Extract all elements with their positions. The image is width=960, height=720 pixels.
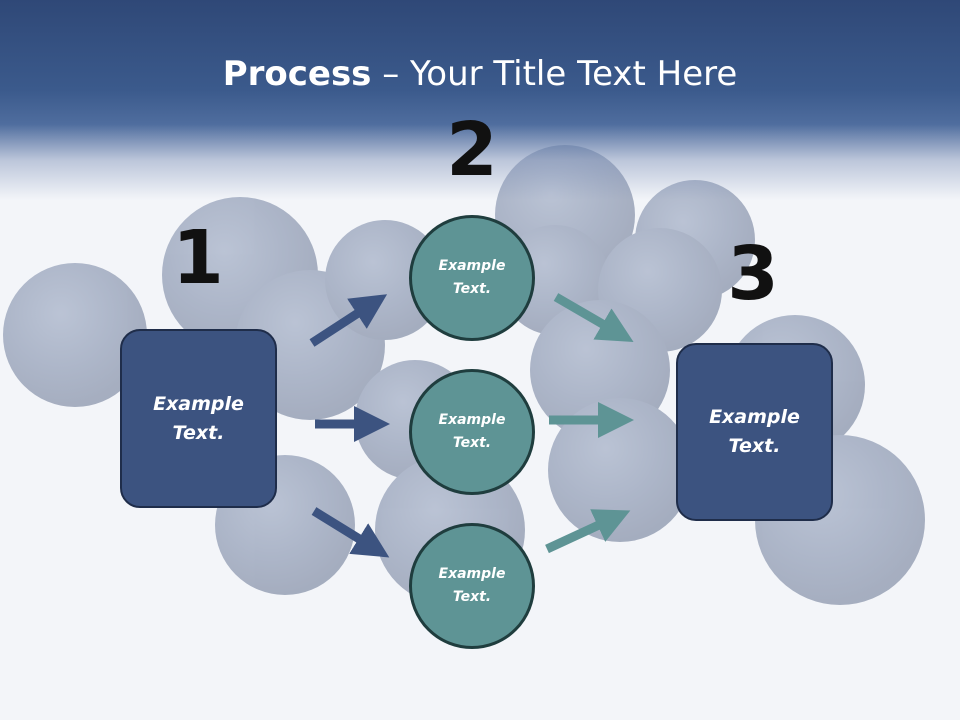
step-number-1: 1: [172, 215, 224, 301]
blueberry: [3, 263, 147, 407]
slide-title: Process – Your Title Text Here: [0, 52, 960, 96]
step-number-3: 3: [727, 231, 779, 317]
arrow-to-bottom-circle: [311, 507, 390, 558]
circle-label: Example Text.: [438, 412, 506, 451]
title-bold: Process: [222, 54, 372, 94]
arrow-from-bottom-circle: [545, 509, 631, 554]
arrow-to-top-circle: [309, 294, 388, 347]
right-step-label: Example Text.: [709, 406, 800, 457]
left-step-label: Example Text.: [153, 392, 244, 444]
header-band: [0, 0, 960, 200]
left-step-box: Example Text.: [120, 329, 277, 508]
circle-label: Example Text.: [438, 566, 506, 605]
circle-label: Example Text.: [438, 258, 506, 297]
blueberry: [548, 398, 692, 542]
title-rest: – Your Title Text Here: [371, 54, 738, 94]
process-circle-middle: Example Text.: [409, 369, 535, 495]
arrow-from-top-circle: [553, 293, 634, 343]
process-circle-bottom: Example Text.: [409, 523, 535, 649]
right-step-box: Example Text.: [676, 343, 833, 521]
step-number-2: 2: [446, 107, 498, 193]
process-circle-top: Example Text.: [409, 215, 535, 341]
